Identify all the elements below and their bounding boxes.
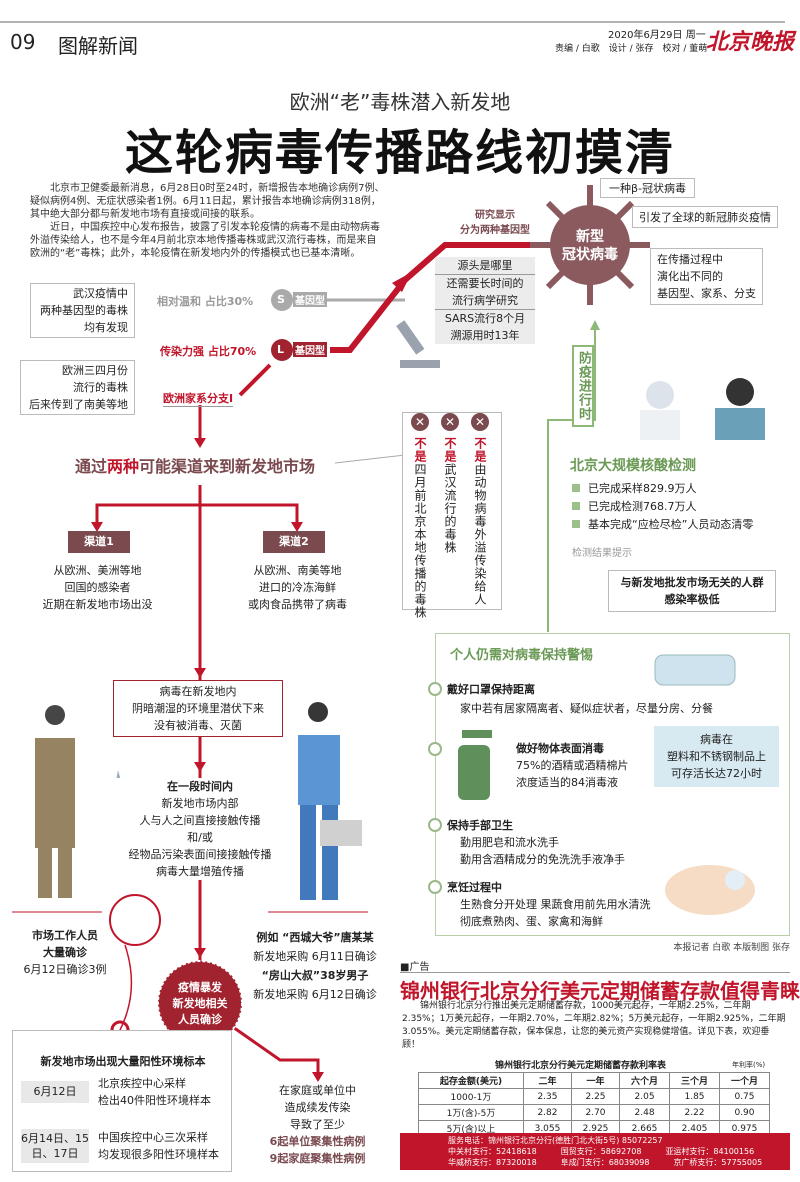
kicker: 欧洲“老”毒株潜入新发地	[289, 90, 511, 114]
credits: 责编 / 白歌 设计 / 张存 校对 / 董萌	[555, 44, 708, 54]
channel-1-text: 从欧洲、美洲等地回国的感染者近期在新发地市场出没	[42, 564, 153, 611]
alert-box: 个人仍需对病毒保持警惕 戴好口罩保持距离家中若有居家隔离者、疑似症状者，尽量分房…	[428, 633, 790, 936]
testing-title: 北京大规模核酸检测	[570, 458, 696, 474]
hint-label: 检测结果提示	[572, 548, 632, 559]
europe-note: 欧洲三四月份流行的毒株后来传到了南美等地	[20, 360, 135, 415]
hint-box: 与新发地批发市场无关的人群感染率极低	[608, 570, 776, 612]
samples-title: 新发地市场出现大量阳性环境标本	[40, 1055, 206, 1068]
l-letter: L	[277, 343, 285, 356]
section-name: 图解新闻	[58, 34, 138, 58]
prevention-label: 防疫进行时	[572, 345, 594, 427]
alert-title: 个人仍需对病毒保持警惕	[450, 648, 594, 663]
page-number: 09	[10, 30, 36, 54]
channels-title: 通过两种可能渠道来到新发地市场	[75, 457, 316, 476]
s-genotype-tag: 基因型	[293, 292, 327, 307]
alert-item: 戴好口罩保持距离家中若有居家隔离者、疑似症状者，尽量分房、分餐	[428, 678, 713, 716]
not-item: ✕不是由动物病毒外溢传染给人	[471, 413, 489, 606]
sample-text: 北京疾控中心采样检出40件阳性环境样本	[98, 1077, 211, 1107]
sample-date: 6月12日	[21, 1081, 89, 1103]
virus-fact-3: 在传播过程中演化出不同的基因型、家系、分支	[650, 248, 763, 305]
sample-date: 6月14日、15日、17日	[21, 1129, 89, 1163]
ad-table-title: 锦州银行北京分行美元定期储蓄存款利率表	[495, 1061, 667, 1071]
ad-table-unit: 年利率(%)	[732, 1061, 766, 1069]
channel-1-tag: 渠道1	[68, 531, 130, 553]
table-header: 起存金额(美元)二年一年六个月三个月一个月	[418, 1072, 770, 1089]
microscope-illustration	[396, 320, 440, 368]
l-genotype-desc: 传染力强 占比70%	[160, 345, 257, 358]
examples-text: 例如 “西城大爷”唐某某新发地采购 6月11日确诊“房山大叔”38岁男子新发地采…	[253, 931, 377, 1001]
wuhan-note: 武汉疫情中两种基因型的毒株均有发现	[30, 283, 135, 338]
issue-date: 2020年6月29日 周一	[608, 30, 706, 41]
channel-2-text: 从欧洲、南美等地进口的冷冻海鲜或肉食品携带了病毒	[248, 564, 347, 611]
virus-label: 新型冠状病毒	[562, 229, 618, 263]
bullet-item: 基本完成“应检尽检”人员动态清零	[572, 516, 753, 534]
alert-item: 保持手部卫生勤用肥皂和流水洗手勤用含酒精成分的免洗洗手液净手	[428, 814, 625, 868]
s-genotype-desc: 相对温和 占比30%	[157, 295, 254, 308]
ad-contact: 服务电话：锦州银行北京分行(德胜门北大街5号) 85072257 中关村支行：5…	[400, 1133, 790, 1170]
ad-tag: ■广告	[400, 962, 430, 973]
testing-bullets: 已完成采样829.9万人 已完成检测768.7万人 基本完成“应检尽检”人员动态…	[572, 480, 753, 534]
alert-item: 烹饪过程中生熟食分开处理 果蔬食用前先用水清洗彻底煮熟肉、蛋、家禽和海鲜	[428, 876, 651, 930]
outbreak-badge: 疫情暴发新发地相关人员确诊	[172, 981, 228, 1026]
hidden-virus-box: 病毒在新发地内阴暗潮湿的环境里潜伏下来没有被消毒、灭菌	[113, 680, 283, 737]
shopper-illustration	[298, 702, 362, 900]
ad-body: 锦州银行北京分行推出美元定期储蓄存款，1000美元起存，一年期2.25%，二年期…	[402, 1001, 786, 1050]
samples-box: 新发地市场出现大量阳性环境标本 6月12日 北京疾控中心采样检出40件阳性环境样…	[12, 1030, 232, 1172]
hand-wash-illustration	[665, 865, 755, 915]
virus-fact-2: 引发了全球的新冠肺炎疫情	[632, 206, 778, 228]
spray-bottle-illustration	[458, 730, 492, 800]
source-box: 源头是哪里 还需要长时间的流行病学研究 SARS流行8个月溯源用时13年	[435, 257, 535, 344]
virus-icon	[530, 185, 650, 305]
ad-title: 锦州银行北京分行美元定期储蓄存款值得青睐	[400, 979, 800, 1003]
bullet-item: 已完成采样829.9万人	[572, 480, 753, 498]
virus-fact-1: 一种β-冠状病毒	[600, 178, 695, 198]
sample-text: 中国疾控中心三次采样均发现很多阳性环境样本	[98, 1131, 219, 1161]
x-icon: ✕	[471, 413, 489, 431]
circle-bullet-icon	[428, 742, 442, 756]
channel-2-tag: 渠道2	[263, 531, 325, 553]
mask-illustration	[654, 654, 736, 686]
x-icon: ✕	[411, 413, 429, 431]
s-letter: S	[277, 293, 285, 306]
page-title: 这轮病毒传播路线初摸清	[124, 125, 675, 181]
survival-note: 病毒在塑料和不锈钢制品上可存活长达72小时	[654, 726, 779, 787]
not-list-box: ✕不是由动物病毒外溢传染给人 ✕不是武汉流行的毒株 ✕不是四月前北京本地传播的毒…	[402, 412, 502, 619]
l-genotype-tag: 基因型	[293, 342, 327, 357]
not-item: ✕不是武汉流行的毒株	[441, 413, 459, 554]
newspaper-logo: 北京晚报	[706, 29, 795, 55]
research-label: 研究显示分为两种基因型	[460, 210, 530, 236]
intro-text: 北京市卫健委最新消息，6月28日0时至24时，新增报告本地确诊病例7例、疑似病例…	[30, 183, 385, 259]
x-icon: ✕	[441, 413, 459, 431]
bullet-item: 已完成检测768.7万人	[572, 498, 753, 516]
not-item: ✕不是四月前北京本地传播的毒株	[411, 413, 429, 619]
market-spread-text: 在一段时间内新发地市场内部人与人之间直接接触传播和/或经物品污染表面间接接触传播…	[110, 778, 290, 880]
europe-branch: 欧洲家系分支Ⅰ	[163, 392, 234, 407]
testing-illustration	[640, 378, 765, 440]
byline: 本报记者 白歌 本版制图 张存	[673, 943, 790, 953]
